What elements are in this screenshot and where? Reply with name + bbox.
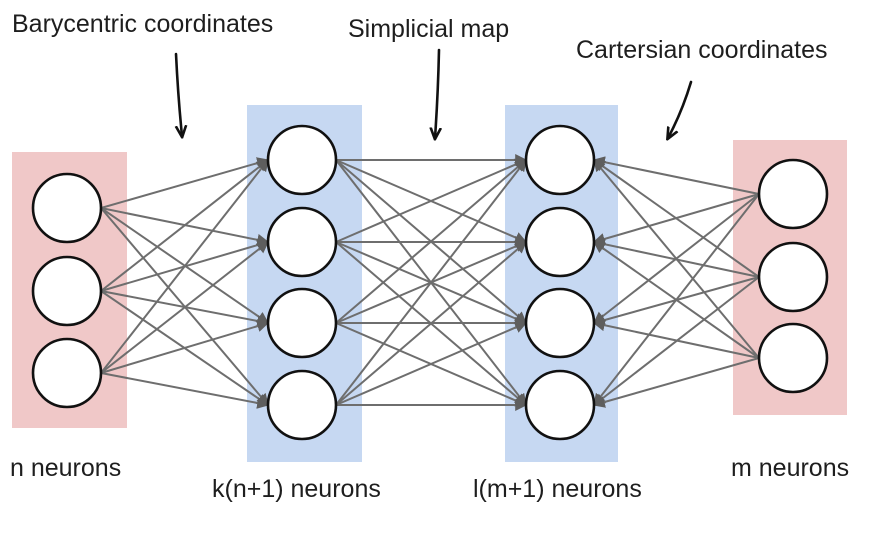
hidden1-layer-label: k(n+1) neurons	[212, 475, 381, 503]
edge-output-2-hidden2-3	[592, 357, 760, 408]
barycentric-label: Barycentric coordinates	[12, 10, 273, 38]
hidden2-neuron-1	[524, 124, 596, 196]
hidden1-neuron-3	[266, 287, 338, 359]
input-neuron-3	[31, 337, 103, 409]
edge-hidden1-2-hidden2-0	[335, 159, 527, 324]
cartesian-pointer	[668, 80, 693, 138]
edge-output-2-hidden2-1	[593, 241, 760, 359]
hidden2-layer-label: l(m+1) neurons	[473, 475, 642, 503]
input-neuron-1	[31, 172, 103, 244]
edge-output-1-hidden2-0	[593, 159, 760, 278]
edge-input-2-hidden1-1	[100, 241, 269, 374]
edge-input-2-hidden1-0	[100, 159, 269, 374]
hidden1-neuron-2	[266, 206, 338, 278]
hidden2-neuron-3	[524, 287, 596, 359]
barycentric-pointer	[176, 52, 182, 136]
cartesian-label: Cartersian coordinates	[576, 36, 828, 64]
edge-output-2-hidden2-0	[593, 159, 760, 359]
input-neuron-2	[31, 255, 103, 327]
edge-input-0-hidden1-0	[100, 157, 270, 209]
edge-output-0-hidden2-0	[592, 156, 760, 195]
edge-input-1-hidden1-0	[100, 159, 269, 292]
neuron-nodes	[31, 124, 829, 441]
edge-hidden1-3-hidden2-0	[335, 159, 527, 406]
output-neuron-3	[757, 322, 829, 394]
simplicial-pointer	[435, 48, 439, 138]
output-neuron-1	[757, 158, 829, 230]
hidden1-neuron-1	[266, 124, 338, 196]
edge-hidden1-3-hidden2-2	[335, 321, 528, 406]
hidden2-neuron-4	[524, 369, 596, 441]
simplicial-label: Simplicial map	[348, 15, 509, 43]
connection-edges	[100, 154, 760, 411]
hidden2-neuron-2	[524, 206, 596, 278]
edge-input-2-hidden1-2	[100, 320, 270, 374]
input-layer-label: n neurons	[10, 454, 121, 482]
edge-hidden1-3-hidden2-1	[335, 241, 527, 406]
edge-hidden1-1-hidden2-0	[335, 158, 528, 243]
hidden1-neuron-4	[266, 369, 338, 441]
edge-output-2-hidden2-2	[592, 319, 760, 359]
output-layer-label: m neurons	[731, 454, 849, 482]
output-neuron-2	[757, 241, 829, 313]
edge-input-2-hidden1-3	[100, 372, 270, 409]
